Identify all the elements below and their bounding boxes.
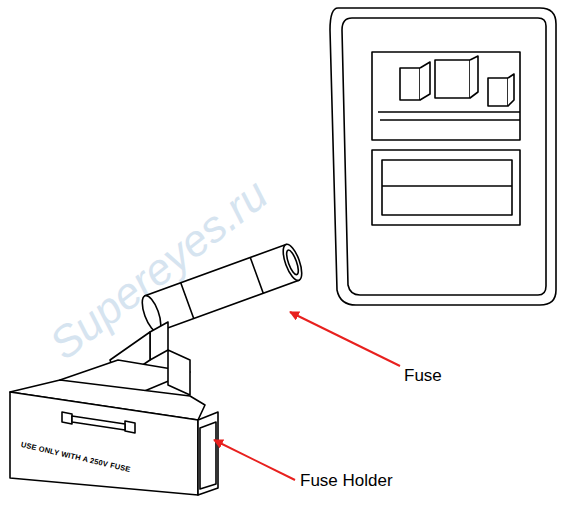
part-label: Fuse xyxy=(404,366,442,386)
part-label: Fuse Holder xyxy=(300,471,393,491)
